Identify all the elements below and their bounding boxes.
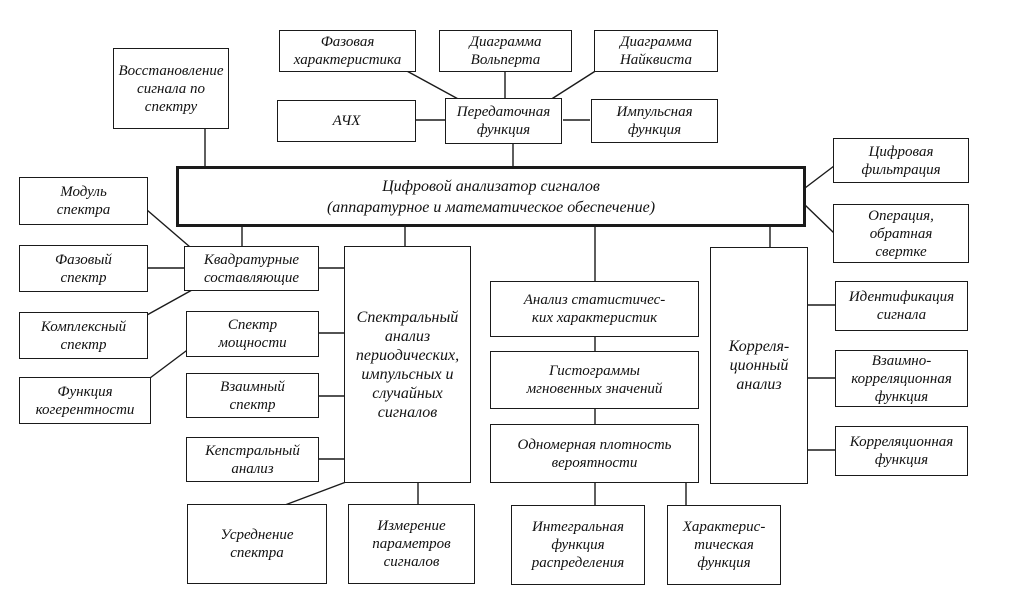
box-power-spectrum: Спектр мощности: [186, 311, 319, 357]
box-digital-filtering: Цифровая фильтрация: [833, 138, 969, 183]
link-module-quadrature: [146, 209, 191, 248]
box-spectrum-modulus: Модуль спектра: [19, 177, 148, 225]
link-spectral-averaging: [284, 481, 347, 506]
box-cross-spectrum: Взаимный спектр: [186, 373, 319, 418]
box-spectrum-averaging: Усреднение спектра: [187, 504, 327, 584]
box-cumulative-distribution: Интегральная функция распределения: [511, 505, 645, 585]
box-volpert-diagram: Диаграмма Вольперта: [439, 30, 572, 72]
box-inverse-convolution: Операция, обратная свертке: [833, 204, 969, 263]
link-complex-quadrature: [146, 289, 193, 316]
box-central-digital-analyzer: Цифровой анализатор сигналов (аппаратурн…: [176, 166, 806, 227]
box-nyquist-diagram: Диаграмма Найквиста: [594, 30, 718, 72]
box-statistical-analysis: Анализ статистичес- ких характеристик: [490, 281, 699, 337]
link-phase-char-transfer: [404, 69, 461, 101]
box-histograms: Гистограммы мгновенных значений: [490, 351, 699, 409]
box-transfer-function: Передаточная функция: [445, 98, 562, 144]
link-coherence-power: [149, 347, 191, 379]
link-central-deconvolution: [804, 204, 835, 234]
link-central-digital-filter: [804, 165, 835, 189]
box-complex-spectrum: Комплексный спектр: [19, 312, 148, 359]
box-quadrature-components: Квадратурные составляющие: [184, 246, 319, 291]
box-phase-spectrum: Фазовый спектр: [19, 245, 148, 292]
box-correlation-function: Корреляционная функция: [835, 426, 968, 476]
box-probability-density: Одномерная плотность вероятности: [490, 424, 699, 483]
box-phase-characteristic: Фазовая характеристика: [279, 30, 416, 72]
box-spectral-analysis: Спектральный анализ периодических, импул…: [344, 246, 471, 483]
box-impulse-function: Импульсная функция: [591, 99, 718, 143]
box-correlation-analysis: Корреля- ционный анализ: [710, 247, 808, 484]
box-coherence-function: Функция когерентности: [19, 377, 151, 424]
box-characteristic-function: Характерис- тическая функция: [667, 505, 781, 585]
link-nyquist-transfer: [549, 69, 598, 101]
box-cross-correlation-function: Взаимно- корреляционная функция: [835, 350, 968, 407]
box-frequency-response: АЧХ: [277, 100, 416, 142]
box-cepstral-analysis: Кепстральный анализ: [186, 437, 319, 482]
box-signal-parameter-measurement: Измерение параметров сигналов: [348, 504, 475, 584]
box-spectrum-restoration: Восстановление сигнала по спектру: [113, 48, 229, 129]
box-signal-identification: Идентификация сигнала: [835, 281, 968, 331]
